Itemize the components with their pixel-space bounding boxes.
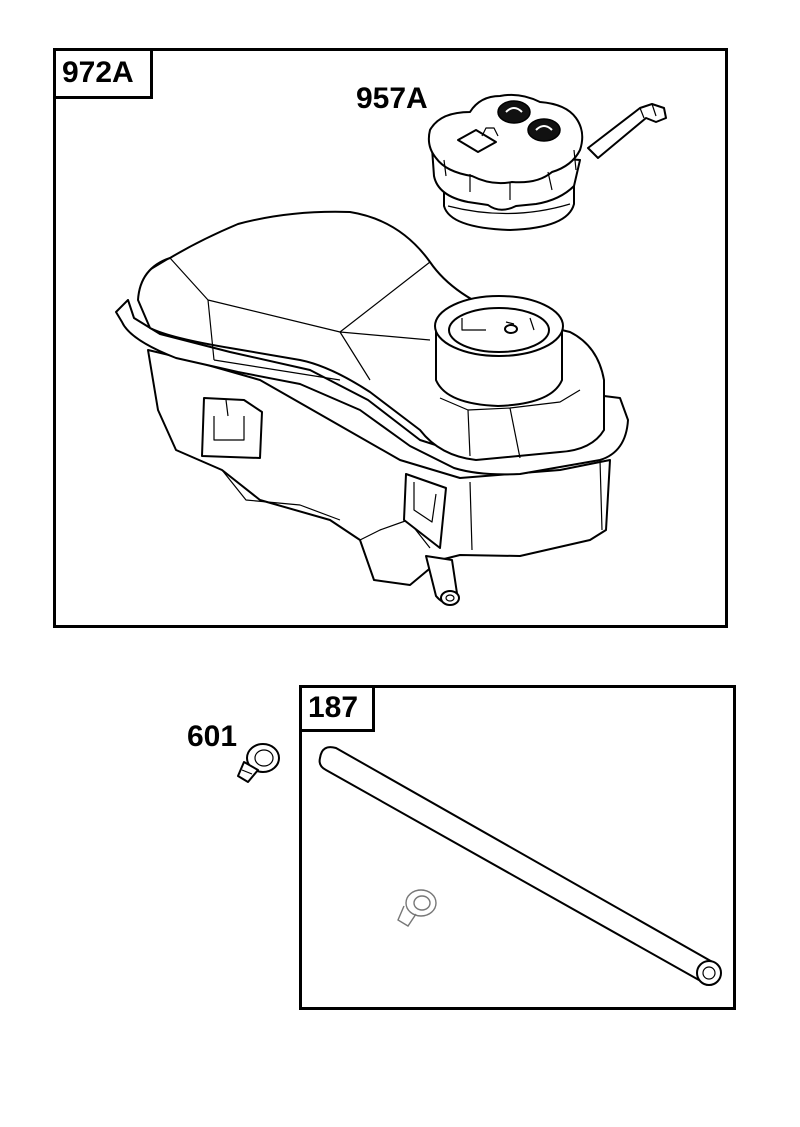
callout-957a: 957A <box>356 82 428 115</box>
callout-601: 601 <box>187 720 238 753</box>
fuel-line-illustration <box>318 746 722 986</box>
fuel-tank-illustration <box>115 210 629 606</box>
hose-clamp-illustration <box>237 743 280 783</box>
fuel-cap-illustration <box>427 93 667 231</box>
panel-fuel-line-frame: 187 <box>299 685 736 1010</box>
panel-fuel-tank-frame: 972A <box>53 48 728 628</box>
panel-tag-972a: 972A <box>56 51 153 99</box>
panel-tag-187: 187 <box>302 688 375 732</box>
